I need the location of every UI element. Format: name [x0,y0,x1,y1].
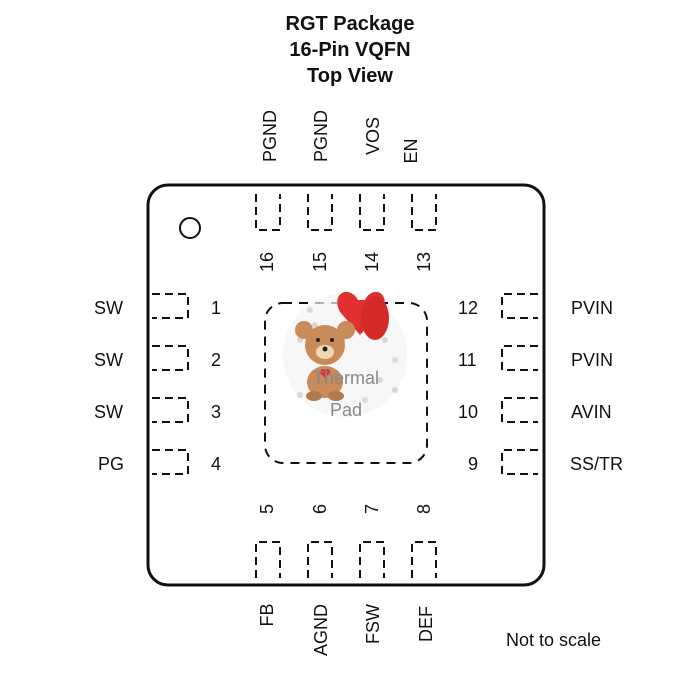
pin-pad-8 [411,541,437,578]
pin-pad-1 [152,293,189,319]
pin-num-10: 10 [458,402,479,422]
pin-name-8: DEF [416,606,436,642]
package-body [146,183,546,587]
bottom-pin-pads [255,541,437,578]
pin-pad-14 [359,194,385,231]
pin-num-1: 1 [211,298,222,318]
pin-num-12: 12 [458,298,479,318]
pin-pad-11 [501,345,538,371]
pin-num-7: 7 [362,504,382,515]
pin1-marker-icon [179,217,201,239]
pin-num-6: 6 [310,504,330,515]
pin-pad-16 [255,194,281,231]
pin-num-15: 15 [310,251,330,273]
pin-num-9: 9 [468,454,479,474]
thermal-pad-label-1: Thermal [312,368,379,388]
pin-pad-3 [152,397,189,423]
title-line-3: Top View [307,65,393,87]
pin-name-5: FB [257,603,277,627]
pin-num-8: 8 [414,504,434,515]
pin-name-9: SS/TR [570,454,624,474]
pin-pad-15 [307,194,333,231]
pin-num-14: 14 [362,251,382,273]
pin-pad-9 [501,449,538,475]
left-pin-pads [152,293,189,475]
pin-num-4: 4 [211,454,222,474]
pin-name-16: PGND [260,110,280,163]
right-pin-pads [501,293,538,475]
thermal-pad-label-2: Pad [329,400,363,420]
pin-name-10: AVIN [571,402,612,422]
pin-num-11: 11 [458,350,477,370]
top-pin-pads [255,194,437,231]
pin-num-2: 2 [211,350,222,370]
pin-name-4: PG [98,454,125,474]
pin-pad-2 [152,345,189,371]
pin-pad-5 [255,541,281,578]
pin-pad-10 [501,397,538,423]
pin-name-3: SW [94,402,123,422]
pin-pad-7 [359,541,385,578]
pin-name-13: EN [401,138,421,164]
pin-name-1: SW [94,298,123,318]
pin-name-15: PGND [311,110,331,163]
pin-name-12: PVIN [571,298,614,318]
pin-num-13: 13 [414,251,434,273]
pin-pad-12 [501,293,538,319]
title-line-1: RGT Package [285,13,415,35]
pin-pad-13 [411,194,437,231]
not-to-scale-note: Not to scale [506,630,602,650]
pin-name-11: PVIN [571,350,614,370]
pin-num-3: 3 [211,402,222,422]
pin-name-2: SW [94,350,123,370]
pin-name-7: FSW [363,604,383,644]
pin-name-14: VOS [363,117,383,156]
title-line-2: 16-Pin VQFN [289,39,411,61]
thermal-pad-outline [264,302,428,464]
pin-pad-6 [307,541,333,578]
teddy-bear-balloon-icon [283,291,407,417]
pin-num-16: 16 [257,251,277,273]
pin-num-5: 5 [257,504,277,515]
pin-name-6: AGND [311,604,331,657]
pin-pad-4 [152,449,189,475]
